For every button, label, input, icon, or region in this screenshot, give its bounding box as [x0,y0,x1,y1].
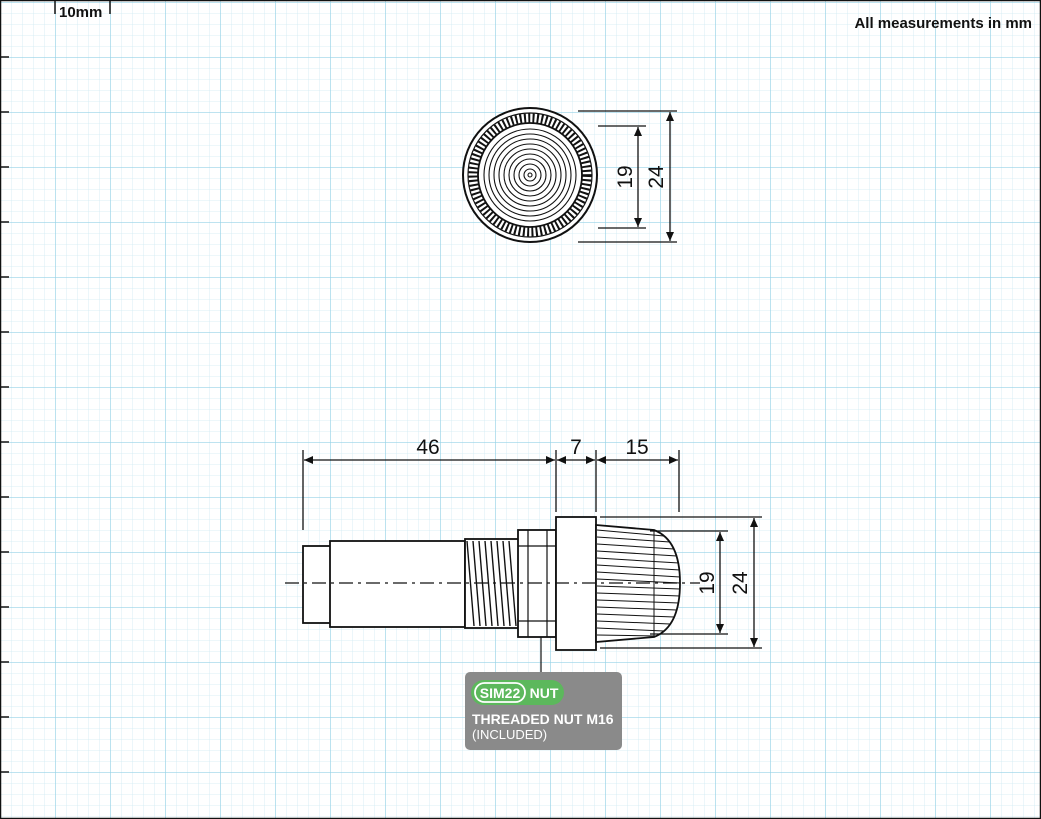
rear-cap [302,545,332,624]
callout-title: THREADED NUT M16 [472,711,614,727]
front-serrated-ring [468,113,592,237]
side-view [285,516,700,651]
callout-badge [471,680,564,705]
dim-46-label: 46 [416,436,439,459]
front-lens-outer [477,122,583,228]
dim-7-label: 7 [570,436,582,459]
side-dimensions [302,450,762,672]
callout-badge-sim-text: SIM22 [480,685,521,701]
lens-ribs [596,529,681,637]
dim-19-side-label: 19 [696,571,719,594]
front-lens-rings [483,128,577,222]
front-view [462,107,598,243]
scale-label: 10mm [59,4,102,21]
body-tube [329,540,466,628]
front-dim-19-label: 19 [614,165,637,188]
units-note: All measurements in mm [854,15,1032,32]
left-ruler-ticks [0,56,9,773]
callout-subtitle: (INCLUDED) [472,727,547,742]
front-dim-24-label: 24 [645,165,668,189]
callout-badge-nut-text: NUT [530,685,559,701]
dim-15-label: 15 [625,436,648,459]
callout-badge-sim [474,682,526,703]
dim-24-side-label: 24 [729,571,752,595]
scale-bar [54,0,111,14]
front-dimensions [578,110,677,243]
nut-callout: SIM22 NUT THREADED NUT M16 (INCLUDED) [465,672,622,750]
